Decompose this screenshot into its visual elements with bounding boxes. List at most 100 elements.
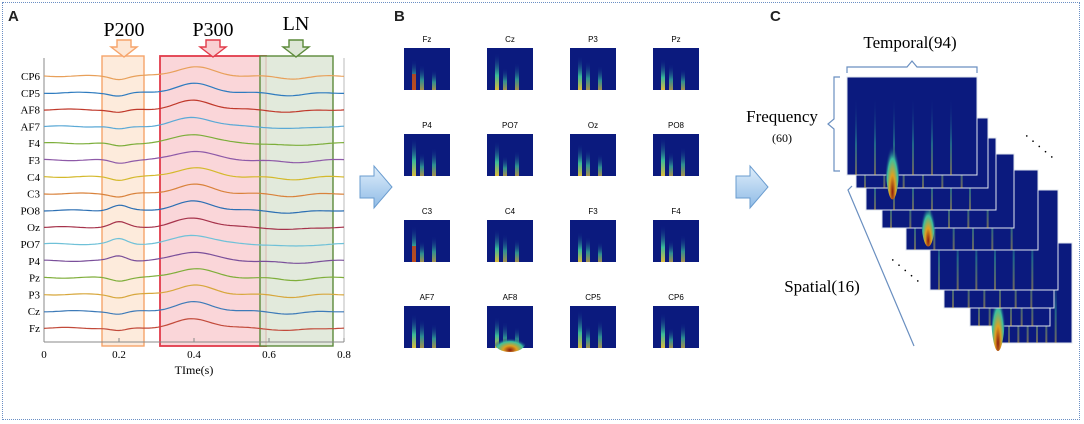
tf-map-title: Oz	[588, 121, 598, 130]
erp-trace	[43, 99, 345, 113]
tf-map-bg	[570, 220, 616, 262]
p200-label: P200	[103, 19, 144, 41]
channel-label: C3	[27, 189, 40, 201]
tf-map-streak	[598, 154, 602, 176]
tf-map-title: AF7	[420, 293, 435, 302]
tf-map-streak	[578, 232, 582, 262]
tf-map-streak	[598, 320, 602, 348]
spatial-label: Spatial(16)	[784, 277, 860, 296]
channel-label: Cz	[28, 306, 40, 318]
temporal-label: Temporal(94)	[863, 33, 956, 52]
tf-map: AF8	[487, 293, 533, 352]
tf-map-title: PO7	[502, 121, 519, 130]
erp-trace	[43, 82, 344, 97]
panel-c-letter: C	[770, 8, 781, 25]
erp-trace	[43, 234, 345, 247]
tensor-diagram: Temporal(94) Frequency (60) Spatial(16) …	[746, 33, 1073, 351]
channel-label: P4	[28, 256, 40, 268]
tf-map-streak	[495, 317, 499, 348]
p200-window	[101, 55, 145, 347]
tf-map-title: Cz	[505, 35, 515, 44]
tf-map: AF7	[404, 293, 450, 348]
tf-map-title: C3	[422, 207, 433, 216]
x-tick-label: 0.4	[187, 349, 201, 361]
erp-trace	[43, 66, 345, 81]
panel-b-letter: B	[394, 8, 405, 25]
erp-trace	[43, 150, 345, 164]
arrow-b-to-c-icon	[735, 164, 769, 210]
tf-map-title: C4	[505, 207, 516, 216]
tf-map-streak	[432, 70, 436, 90]
temporal-brace	[846, 60, 978, 73]
tf-map-streak	[515, 239, 519, 262]
ln-window	[259, 55, 334, 347]
tf-map-bg	[487, 134, 533, 176]
tf-map-streak	[412, 226, 416, 262]
tf-map-title: F3	[588, 207, 598, 216]
tf-map: F3	[570, 207, 616, 262]
tf-map: CP5	[570, 293, 616, 348]
tf-map-streak	[661, 313, 665, 348]
tf-map: PO7	[487, 121, 533, 176]
p200-arrow-icon	[108, 39, 140, 58]
tf-map-streak	[503, 68, 507, 90]
tf-map-streak	[578, 56, 582, 90]
tf-map-streak	[681, 69, 685, 90]
channel-label: AF7	[20, 121, 40, 133]
p300-label: P300	[192, 19, 233, 41]
tf-map-title: PO8	[668, 121, 685, 130]
channel-label: F4	[28, 138, 40, 150]
tf-map-streak	[681, 147, 685, 176]
tf-map: P3	[570, 35, 616, 90]
tf-map-bg	[404, 134, 450, 176]
tf-map: Pz	[653, 35, 699, 90]
slice-streak	[874, 96, 876, 175]
tf-map-hotspot	[412, 74, 416, 90]
tf-map-streak	[495, 141, 499, 176]
tf-map-bg	[404, 220, 450, 262]
erp-trace	[43, 268, 345, 282]
tf-map-streak	[598, 242, 602, 262]
tf-map-streak	[661, 59, 665, 90]
erp-trace	[44, 251, 345, 264]
erp-trace	[43, 134, 345, 147]
tf-map: CP6	[653, 293, 699, 348]
ellipsis-bottom: · · · · ·	[885, 254, 923, 289]
slice-streak	[950, 96, 952, 175]
tf-map-streak	[681, 235, 685, 262]
tf-map-streak	[420, 65, 424, 90]
arrow-a-to-b-icon	[359, 164, 393, 210]
x-tick-label: 0	[41, 349, 47, 361]
tf-map-streak	[578, 310, 582, 348]
erp-traces	[43, 66, 345, 332]
tf-map-streak	[661, 137, 665, 176]
frequency-brace	[827, 76, 840, 172]
tf-map-streak	[412, 138, 416, 176]
tf-map-streak	[495, 229, 499, 262]
erp-trace	[44, 300, 344, 315]
erp-trace	[43, 167, 345, 182]
panel-a-letter: A	[8, 8, 19, 25]
ln-label: LN	[283, 13, 310, 35]
tf-map-title: AF8	[503, 293, 518, 302]
tf-map-bg	[487, 48, 533, 90]
tf-map-bg	[404, 48, 450, 90]
tf-map-streak	[503, 234, 507, 262]
tf-map-streak	[432, 236, 436, 262]
erp-trace	[43, 116, 345, 130]
frequency-count: (60)	[772, 131, 792, 145]
tf-map-streak	[432, 324, 436, 348]
tf-map-streak	[586, 325, 590, 348]
tf-map-bg	[653, 134, 699, 176]
tf-map-streak	[420, 241, 424, 262]
tensor-slice	[846, 76, 978, 200]
tf-map-streak	[515, 63, 519, 90]
tf-map-streak	[420, 319, 424, 348]
slice-hotspot	[885, 121, 900, 200]
x-axis-label: TIme(s)	[175, 363, 214, 377]
channel-label: F3	[28, 155, 40, 167]
p300-arrow-icon	[197, 39, 229, 58]
tf-map: Cz	[487, 35, 533, 90]
